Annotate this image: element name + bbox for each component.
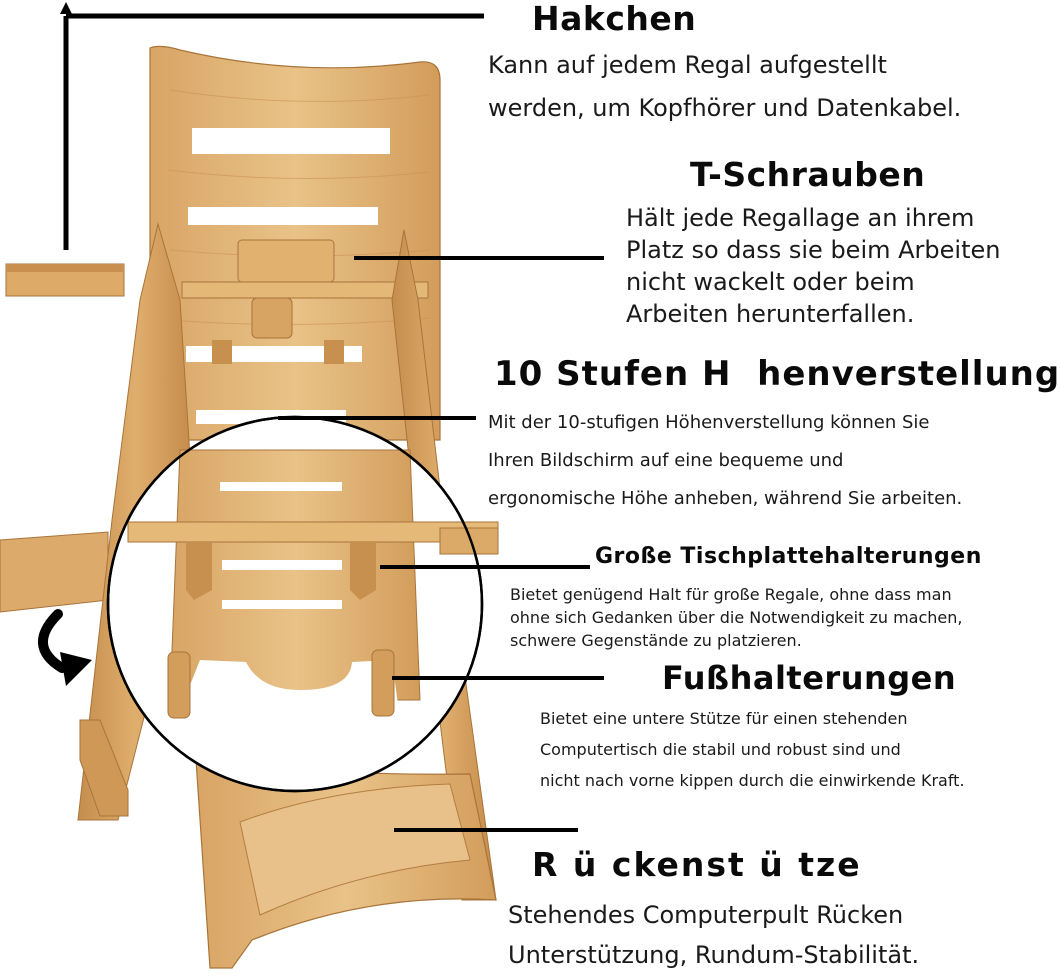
heading-hakchen: Hakchen <box>532 0 697 38</box>
text-rueckenstuetze: Stehendes Computerpult Rücken Unterstütz… <box>508 901 920 969</box>
desk-stand-illustration <box>0 2 604 969</box>
callout-lines <box>60 2 604 832</box>
heading-fusshalterungen: Fußhalterungen <box>662 659 957 697</box>
text-t-schrauben: Hält jede Regallage an ihrem Platz so da… <box>626 204 1001 328</box>
heading-rueckenstuetze: R ü ckenst ü tze <box>532 845 862 884</box>
hook-arm <box>5 263 125 297</box>
heading-tischplatte: Große Tischplattehalterungen <box>595 544 982 569</box>
detail-circle <box>106 415 499 793</box>
text-fusshalterungen: Bietet eine untere Stütze für einen steh… <box>540 709 965 790</box>
text-tischplatte: Bietet genügend Halt für große Regale, o… <box>510 585 963 650</box>
text-hakchen: Kann auf jedem Regal aufgestellt werden,… <box>488 51 962 122</box>
text-hoehenverstellung: Mit der 10-stufigen Höhenverstellung kön… <box>488 412 963 509</box>
heading-hoehenverstellung: 10 Stufen H henverstellung <box>494 354 1060 394</box>
left-shelf-board <box>0 531 109 613</box>
t-screw-bracket <box>181 239 429 364</box>
lower-back-support <box>195 759 497 969</box>
heading-t-schrauben: T-Schrauben <box>690 155 926 194</box>
curved-arrow-icon <box>38 609 92 686</box>
